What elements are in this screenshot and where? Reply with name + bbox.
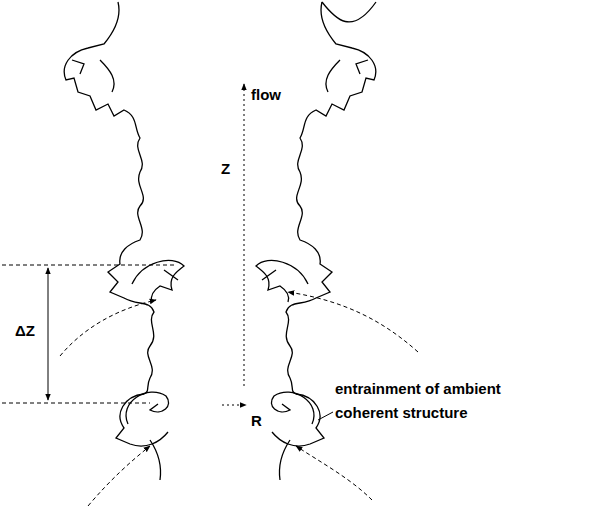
dimension-label: ΔZ [14, 322, 36, 339]
annotation-label: entrainment of ambient [334, 380, 502, 397]
entrainment-path [60, 292, 418, 506]
flow-label: flow [250, 86, 282, 103]
annotation-label: coherent structure [334, 404, 469, 421]
dimension-label: R [250, 412, 263, 429]
dimension-label: Z [220, 160, 231, 177]
dimension-lines [2, 84, 333, 420]
plume-outline [64, 2, 184, 480]
